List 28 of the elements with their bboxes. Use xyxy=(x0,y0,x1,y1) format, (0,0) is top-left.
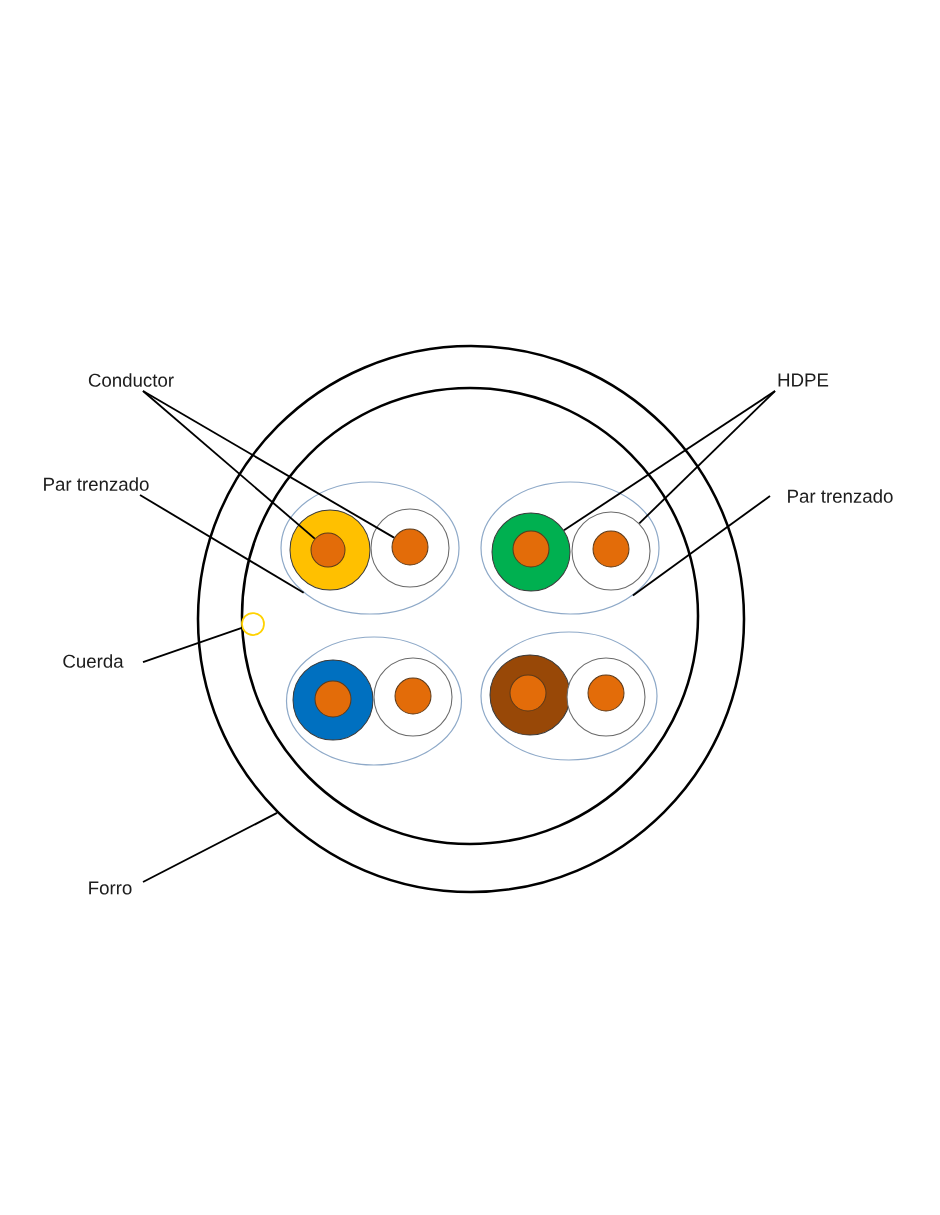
conductor-circle xyxy=(391,528,429,566)
callout-label: Conductor xyxy=(88,373,174,387)
cord-circle xyxy=(241,612,265,636)
leader-line xyxy=(142,390,395,539)
conductor-circle xyxy=(512,530,550,568)
leader-line xyxy=(139,494,305,594)
callout-label: Cuerda xyxy=(63,654,124,668)
conductor-circle xyxy=(587,674,625,712)
callout-label: HDPE xyxy=(778,373,829,387)
conductor-circle xyxy=(394,677,432,715)
pair-ellipse xyxy=(480,481,660,615)
pair-ellipse xyxy=(280,481,460,615)
conductor-circle xyxy=(310,532,346,568)
callout-label: Forro xyxy=(89,881,132,895)
leader-line xyxy=(638,390,776,525)
leader-line xyxy=(142,626,243,663)
leader-line xyxy=(142,390,316,540)
inner-circle xyxy=(240,386,700,846)
callout-label: Par trenzado xyxy=(44,477,149,491)
outer-circle xyxy=(196,344,746,894)
leader-line xyxy=(142,812,278,883)
pair-ellipse xyxy=(285,636,463,766)
callout-label: Par trenzado xyxy=(788,489,893,503)
pair-ellipse xyxy=(480,631,658,761)
conductor-circle xyxy=(592,530,630,568)
conductor-circle xyxy=(314,680,352,718)
leader-line xyxy=(632,495,771,597)
conductor-circle xyxy=(509,674,547,712)
